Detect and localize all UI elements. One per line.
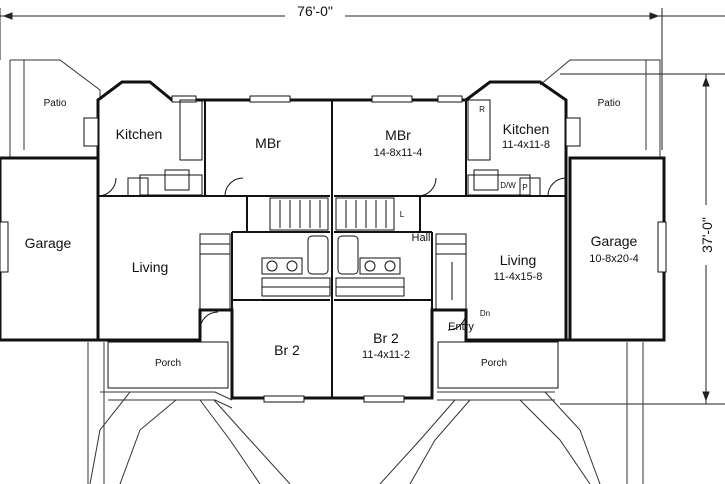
overall-width-dimension (0, 8, 725, 150)
left-living-label: Living (132, 259, 169, 275)
left-br2-label: Br 2 (274, 342, 300, 358)
overall-width-label: 76'-0" (297, 3, 333, 19)
overall-depth-label: 37'-0" (699, 217, 715, 253)
kitchen-counters (127, 99, 541, 197)
left-garage-label: Garage (25, 235, 72, 251)
right-garage-size: 10-8x20-4 (589, 253, 639, 265)
right-kitchen-label: Kitchen (503, 121, 550, 137)
right-br2-label: Br 2 (373, 330, 399, 346)
walkway-lines (87, 342, 644, 484)
right-mbr-size: 14-8x11-4 (374, 147, 423, 159)
right-dw-label: D/W (500, 181, 516, 190)
left-patio-label: Patio (44, 98, 67, 109)
right-mbr-label: MBr (385, 127, 411, 143)
right-br2-size: 11-4x11-2 (362, 349, 410, 361)
porch-railings (107, 341, 559, 389)
right-down-label: Dn (480, 309, 490, 318)
bathrooms (261, 235, 401, 275)
right-living-label: Living (500, 252, 537, 268)
right-kitchen-size: 11-4x11-8 (502, 139, 550, 151)
interior-walls (98, 100, 566, 398)
right-hall-label: Hall (412, 232, 431, 244)
right-pantry-label: P (522, 183, 527, 192)
stairs (199, 233, 467, 311)
patio-outlines (9, 59, 661, 158)
doors (97, 177, 567, 331)
right-linen-label: L (400, 210, 405, 219)
left-mbr-label: MBr (255, 135, 281, 151)
right-entry-label: Entry (448, 321, 474, 333)
right-refrigerator-label: R (479, 105, 485, 114)
windows (0, 95, 667, 403)
right-porch-label: Porch (481, 358, 507, 369)
right-living-size: 11-4x15-8 (494, 271, 543, 283)
left-porch-label: Porch (155, 358, 181, 369)
right-patio-label: Patio (598, 98, 621, 109)
left-kitchen-label: Kitchen (116, 126, 163, 142)
right-garage-label: Garage (591, 233, 638, 249)
closets (261, 197, 405, 297)
